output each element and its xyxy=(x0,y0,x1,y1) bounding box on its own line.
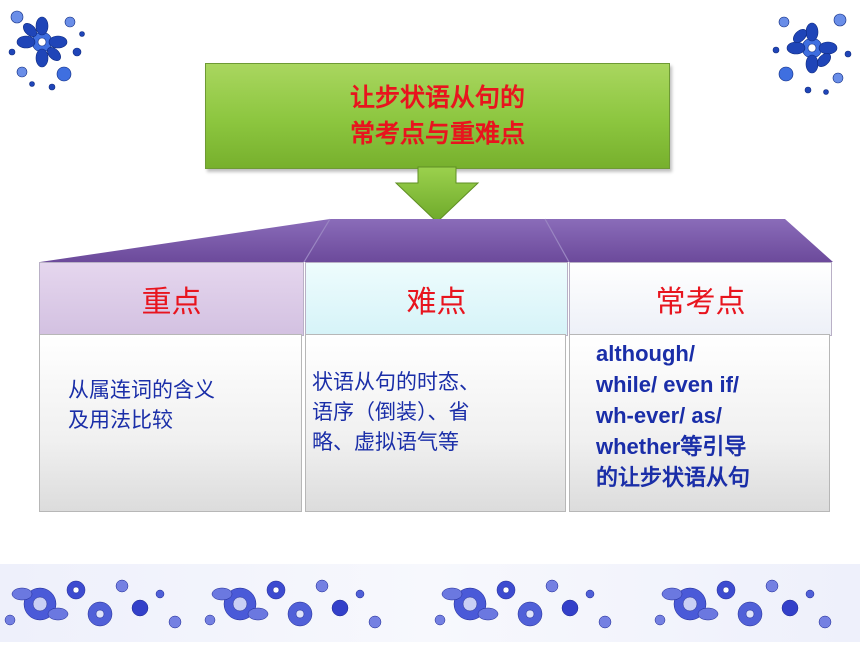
column-body-frequent-points: although/ while/ even if/ wh-ever/ as/ w… xyxy=(569,334,830,512)
title-line-1: 让步状语从句的 xyxy=(349,83,525,112)
body-line: 略、虚拟语气等 xyxy=(312,430,459,454)
body-line: although/ xyxy=(596,341,695,366)
column-header-key-points: 重点 xyxy=(39,262,304,336)
column-header-label: 难点 xyxy=(406,285,467,320)
body-line: 从属连词的含义 xyxy=(68,378,215,402)
corner-flower-ornament-right xyxy=(772,13,852,95)
roof-right-segment xyxy=(545,219,833,262)
column-header-frequent-points: 常考点 xyxy=(569,262,832,336)
title-line-2: 常考点与重难点 xyxy=(349,119,525,148)
body-line: while/ even if/ xyxy=(596,372,740,397)
column-header-label: 常考点 xyxy=(655,285,746,320)
column-header-label: 重点 xyxy=(141,285,202,320)
roof-left-segment xyxy=(40,219,330,262)
body-line: 状语从句的时态、 xyxy=(312,370,480,394)
body-line: 及用法比较 xyxy=(68,408,173,432)
body-line: whether等引导 xyxy=(596,434,747,459)
down-arrow xyxy=(394,166,480,223)
body-line: 语序（倒装）、省 xyxy=(312,400,470,424)
connector-shapes xyxy=(40,166,833,263)
body-line: wh-ever/ as/ xyxy=(596,403,722,428)
corner-flower-ornament-left xyxy=(8,10,85,91)
column-body-key-points: 从属连词的含义 及用法比较 xyxy=(39,334,302,512)
floral-border-bottom xyxy=(0,564,860,642)
column-header-difficulties: 难点 xyxy=(305,262,568,336)
body-line: 的让步状语从句 xyxy=(596,465,751,490)
column-body-difficulties: 状语从句的时态、 语序（倒装）、省 略、虚拟语气等 xyxy=(305,334,566,512)
roof-middle-segment xyxy=(304,219,569,262)
